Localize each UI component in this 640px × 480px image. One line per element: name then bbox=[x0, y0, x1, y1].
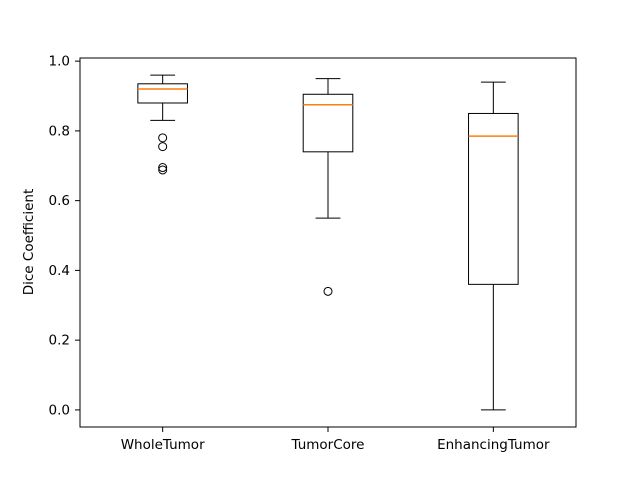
x-tick-label-enhancingtumor: EnhancingTumor bbox=[437, 437, 550, 453]
outlier-wholetumor bbox=[158, 165, 168, 175]
x-tick-label-wholetumor: WholeTumor bbox=[121, 437, 205, 453]
y-tick-label: 0.2 bbox=[49, 333, 70, 349]
box-enhancingtumor bbox=[468, 112, 519, 285]
y-tick-label: 0.4 bbox=[49, 263, 70, 279]
y-tick-label: 0.6 bbox=[49, 193, 70, 209]
box-wholetumor bbox=[137, 83, 188, 104]
outlier-wholetumor bbox=[158, 133, 168, 143]
y-tick-label: 0.8 bbox=[49, 123, 70, 139]
x-tick-label-tumorcore: TumorCore bbox=[291, 437, 365, 453]
outlier-wholetumor bbox=[158, 163, 168, 173]
y-axis-label: Dice Coefficient bbox=[21, 188, 37, 296]
y-tick-label: 1.0 bbox=[49, 54, 70, 70]
outlier-tumorcore bbox=[323, 286, 333, 296]
y-tick-label: 0.0 bbox=[49, 402, 70, 418]
outlier-wholetumor bbox=[158, 142, 168, 152]
box-tumorcore bbox=[302, 93, 354, 153]
